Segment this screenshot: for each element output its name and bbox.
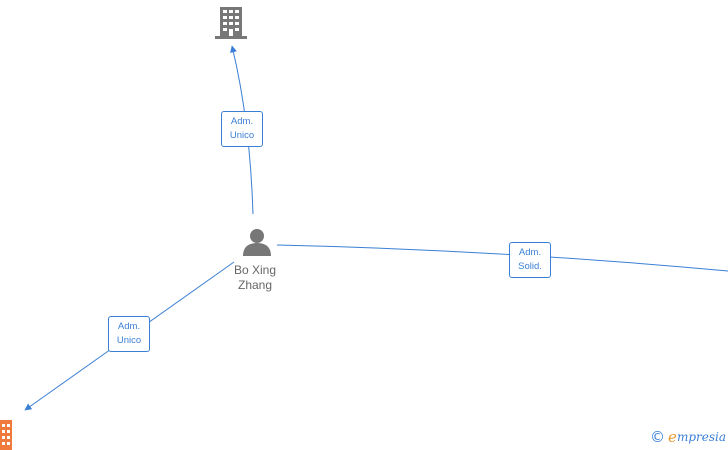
building-icon[interactable] [215, 7, 247, 39]
edge-label-line2: Solid. [518, 261, 542, 272]
edge-to-right [276, 244, 728, 272]
edge-label-line1: Adm. [230, 116, 254, 127]
empresia-watermark: © e mpresia [650, 428, 726, 446]
edge-label-line2: Unico [116, 335, 142, 346]
brand-logo-text: mpresia [676, 430, 726, 444]
copyright-symbol: © [650, 428, 666, 446]
person-icon[interactable] [243, 229, 271, 256]
edge-label-adm-unico-bottom[interactable]: Adm. Unico [108, 316, 150, 352]
edge-label-line1: Adm. [117, 321, 141, 332]
edge-label-adm-unico-top[interactable]: Adm. Unico [221, 111, 263, 147]
building-icon[interactable] [0, 420, 12, 450]
person-name-line2: Zhang [237, 278, 273, 292]
edge-label-line2: Unico [229, 130, 255, 141]
edge-label-adm-solid[interactable]: Adm. Solid. [509, 242, 551, 278]
person-name-line1: Bo Xing [233, 263, 277, 277]
edge-label-line1: Adm. [518, 247, 542, 258]
person-name[interactable]: Bo Xing Zhang [222, 263, 288, 293]
brand-logo-initial: e [668, 428, 677, 446]
